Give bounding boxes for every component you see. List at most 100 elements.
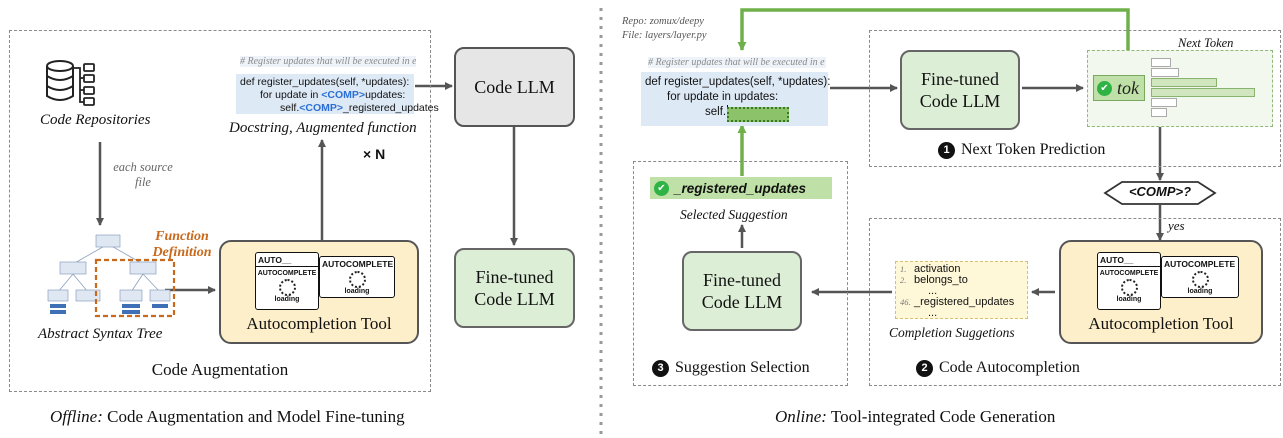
code-augmentation-panel	[9, 30, 431, 392]
right-finetuned-llm-top-label: Fine-tuned Code LLM	[920, 68, 1001, 112]
right-finetuned-llm-bottom: Fine-tuned Code LLM	[682, 251, 802, 331]
left-docstring-comment: # Register updates that will be executed…	[240, 56, 416, 67]
selected-suggestion-chip: ✔ _registered_updates	[650, 177, 832, 199]
repo-label: Repo: zomux/deepy	[622, 16, 704, 27]
left-footer-caption: Offline: Code Augmentation and Model Fin…	[50, 407, 405, 427]
left-comp-token-1: <COMP>	[321, 89, 366, 101]
right-finetuned-llm-bottom-label: Fine-tuned Code LLM	[702, 269, 783, 313]
right-code-line2: for update in updates:	[667, 91, 779, 103]
left-code-line1: def register_updates(self, *updates):	[240, 76, 410, 88]
prob-bar-4	[1151, 88, 1255, 97]
file-label: File: layers/layer.py	[622, 30, 707, 41]
tok-check-icon: ✔	[1097, 80, 1112, 96]
right-tool-win-front-title: AUTO__	[1098, 255, 1160, 267]
right-finetuned-top-line2: Code LLM	[919, 91, 1001, 111]
code-llm-label: Code LLM	[474, 76, 555, 97]
completion-suggestions-caption: Completion Suggetions	[889, 325, 1015, 340]
suggestion-selection-panel	[633, 161, 848, 386]
left-tool-win-inner-title: AUTOCOMPLETE	[257, 270, 317, 277]
completion-slot	[727, 107, 789, 122]
left-tool-label: Autocompletion Tool	[246, 314, 392, 333]
left-tool-loading-front: loading	[274, 296, 300, 303]
prob-bar-6	[1151, 108, 1167, 117]
suggestion-item: ...	[928, 307, 938, 319]
left-finetuned-llm-box: Fine-tuned Code LLM	[454, 248, 575, 328]
database-icon	[46, 60, 95, 106]
left-tool-win-back-title: AUTOCOMPLETE	[322, 259, 394, 269]
right-footer-caption: Online: Tool-integrated Code Generation	[775, 407, 1055, 427]
each-source-label-line2: file	[135, 175, 151, 189]
left-finetuned-line1: Fine-tuned	[475, 267, 554, 287]
left-tool-win-front: AUTO__ AUTOCOMPLETE loading	[255, 252, 319, 310]
right-tool-spinner-front	[1120, 279, 1138, 296]
next-token-prediction-panel	[869, 30, 1281, 167]
right-finetuned-bottom-line1: Fine-tuned	[703, 270, 781, 290]
completion-suggestions-list: 1.activation 2.belongs_to ... 46._regist…	[895, 261, 1028, 319]
step1-title: 1 Next Token Prediction	[938, 141, 1105, 159]
left-comp-token-2: <COMP>	[299, 102, 344, 114]
right-tool-loading-back: loading	[1187, 288, 1213, 295]
suggestion-item: 2.belongs_to	[900, 274, 968, 286]
left-code-line3-b: _registered_updates	[343, 102, 439, 114]
selected-suggestion-caption: Selected Suggestion	[680, 207, 788, 222]
step1-number: 1	[938, 142, 955, 159]
left-tool-spinner-back	[348, 271, 366, 288]
prob-bar-2	[1151, 68, 1179, 77]
left-autocompletion-tool: AUTOCOMPLETE loading AUTO__ AUTOCOMPLETE…	[219, 240, 419, 344]
right-finetuned-bottom-line2: Code LLM	[701, 292, 783, 312]
tok-chip: ✔ tok	[1093, 75, 1145, 101]
right-code-line1: def register_updates(self, *updates):	[645, 76, 831, 88]
suggestion-item: 1.activation	[900, 263, 961, 275]
step2-title: 2 Code Autocompletion	[916, 359, 1080, 377]
right-autocompletion-tool: AUTOCOMPLETE loading AUTO__ AUTOCOMPLETE…	[1059, 240, 1263, 344]
code-autocompletion-panel	[869, 218, 1281, 386]
prob-bar-3	[1151, 78, 1217, 87]
online-rest: Tool-integrated Code Generation	[826, 407, 1056, 426]
prob-bar-5	[1151, 98, 1177, 107]
next-token-label: Next Token	[1178, 36, 1234, 50]
right-tool-win-back: AUTOCOMPLETE loading	[1161, 256, 1239, 298]
each-source-file-label: each source file	[108, 160, 178, 190]
times-n-label: × N	[363, 146, 386, 162]
offline-rest: Code Augmentation and Model Fine-tuning	[102, 407, 405, 426]
left-tool-loading-back: loading	[344, 288, 370, 295]
function-definition-line2: Definition	[152, 245, 212, 260]
left-code-block: def register_updates(self, *updates): fo…	[236, 74, 439, 115]
abstract-syntax-tree-label: Abstract Syntax Tree	[38, 326, 163, 342]
right-code-line3-text: self.	[705, 106, 727, 118]
abstract-syntax-tree-icon	[47, 234, 176, 318]
left-finetuned-line2: Code LLM	[474, 289, 555, 309]
left-finetuned-llm-label: Fine-tuned Code LLM	[474, 266, 555, 310]
right-docstring-comment: # Register updates that will be executed…	[648, 57, 826, 68]
step2-label: Code Autocompletion	[939, 359, 1080, 376]
offline-label: Offline:	[50, 407, 103, 426]
code-augmentation-title: Code Augmentation	[151, 360, 289, 379]
left-code-line2: for update in <COMP>updates:	[240, 89, 410, 102]
yes-label: yes	[1168, 218, 1185, 233]
left-code-line2-a: for update in	[260, 89, 322, 101]
right-finetuned-llm-top: Fine-tuned Code LLM	[900, 50, 1020, 130]
left-code-line3: self.<COMP>_registered_updates	[240, 102, 439, 115]
right-tool-win-front: AUTO__ AUTOCOMPLETE loading	[1097, 252, 1161, 310]
function-definition-line1: Function	[155, 229, 209, 244]
right-tool-win-back-title: AUTOCOMPLETE	[1164, 259, 1236, 269]
right-finetuned-top-line1: Fine-tuned	[921, 69, 999, 89]
step3-number: 3	[652, 360, 669, 377]
code-llm-box: Code LLM	[454, 47, 575, 127]
step3-label: Suggestion Selection	[675, 359, 810, 376]
online-label: Online:	[775, 407, 827, 426]
left-tool-win-front-title: AUTO__	[256, 255, 318, 267]
suggestion-item: 46._registered_updates	[900, 296, 1015, 308]
right-tool-spinner-back	[1191, 271, 1209, 288]
selected-suggestion-value: _registered_updates	[674, 180, 807, 196]
arrow-tok-to-code-green	[737, 8, 1130, 74]
comp-decision-label: <COMP>?	[1128, 184, 1192, 199]
step2-number: 2	[916, 360, 933, 377]
step1-label: Next Token Prediction	[961, 141, 1106, 158]
each-source-label-line1: each source	[113, 160, 173, 174]
step3-title: 3 Suggestion Selection	[652, 359, 810, 377]
docstring-caption: Docstring, Augmented function	[229, 120, 417, 136]
left-tool-win-back: AUTOCOMPLETE loading	[319, 256, 395, 298]
prob-bar-1	[1151, 58, 1171, 67]
